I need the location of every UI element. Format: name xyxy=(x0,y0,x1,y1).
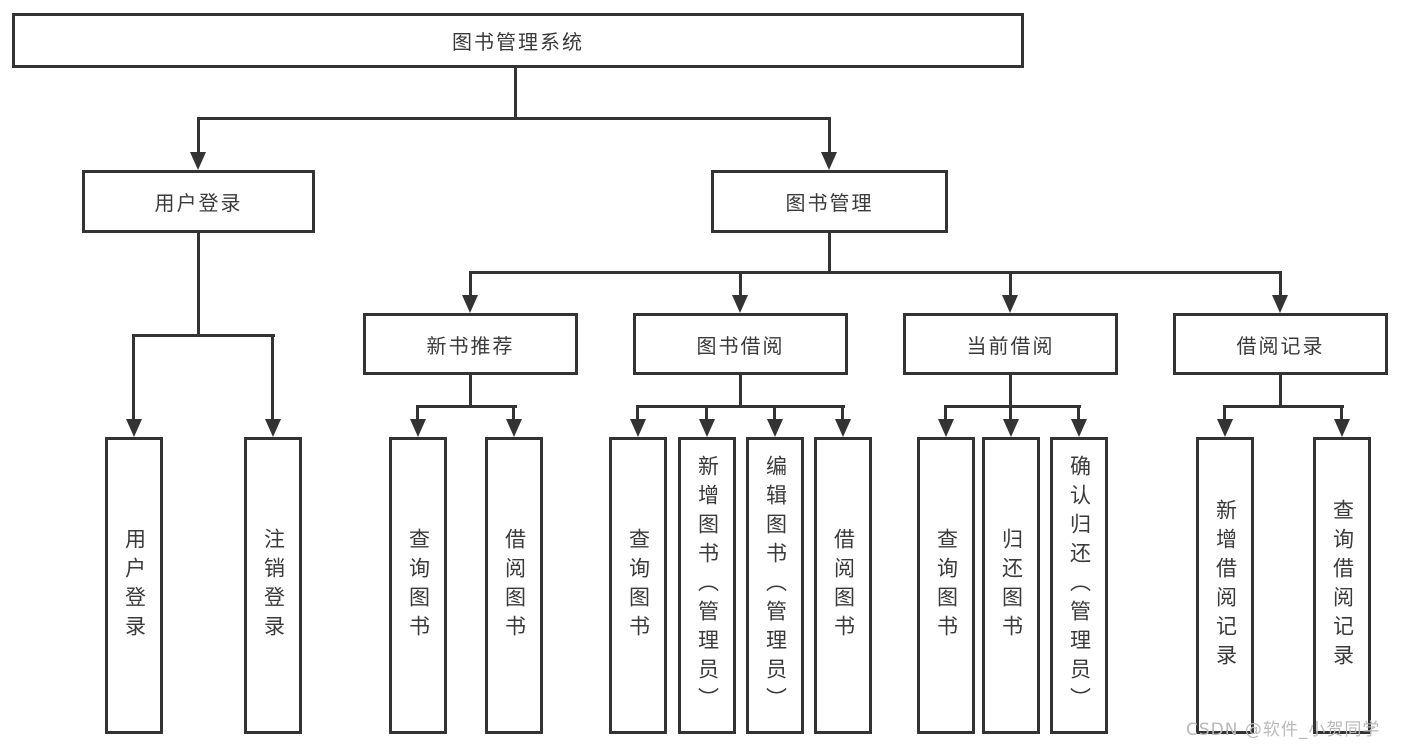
arrowhead-book-mgmt xyxy=(821,152,837,170)
arrowhead-new-book xyxy=(462,295,478,313)
leaf-return-book: 归还图书 xyxy=(982,437,1040,734)
connector-leaf-drop xyxy=(1340,405,1343,422)
connector-leaf-drop xyxy=(773,405,776,422)
connector-book-borrow-rail xyxy=(636,405,845,408)
connector-root-stem xyxy=(514,68,517,118)
arrowhead-book-borrow xyxy=(732,295,748,313)
connector-leaf-drop xyxy=(1223,405,1226,422)
arrowhead-current-borrow xyxy=(1002,295,1018,313)
arrowhead-leaf-borrow-books-2 xyxy=(835,419,851,437)
connector-new-book-rail xyxy=(416,405,517,408)
arrowhead-leaf-query-books-1 xyxy=(410,419,426,437)
leaf-user-login: 用户登录 xyxy=(105,437,163,734)
connector-leaf-drop xyxy=(705,405,708,422)
arrowhead-leaf-return-book xyxy=(1003,419,1019,437)
arrowhead-borrow-records xyxy=(1272,295,1288,313)
node-user-login: 用户登录 xyxy=(82,170,315,233)
connector-new-book-stem xyxy=(469,375,472,406)
arrowhead-leaf-add-book xyxy=(699,419,715,437)
node-current-borrow: 当前借阅 xyxy=(903,313,1118,375)
leaf-confirm-return-admin: 确认归还（管理员） xyxy=(1050,437,1108,734)
connector-leaf-drop xyxy=(416,405,419,422)
connector-root-rail xyxy=(197,117,831,120)
leaf-add-book-admin: 新增图书（管理员） xyxy=(678,437,736,734)
node-book-borrow: 图书借阅 xyxy=(633,313,848,375)
connector-borrow-records-rail xyxy=(1223,405,1344,408)
node-borrow-records: 借阅记录 xyxy=(1173,313,1388,375)
connector-user-login-drop xyxy=(197,117,200,157)
connector-book-mgmt-rail xyxy=(469,271,1282,274)
leaf-logout: 注销登录 xyxy=(244,437,302,734)
arrowhead-leaf-edit-book xyxy=(767,419,783,437)
connector-current-borrow-rail xyxy=(944,405,1081,408)
node-new-book-recommend: 新书推荐 xyxy=(363,313,578,375)
csdn-watermark: CSDN @软件_小贺同学 xyxy=(1186,720,1381,740)
arrowhead-leaf-query-record xyxy=(1334,419,1350,437)
leaf-borrow-books-1: 借阅图书 xyxy=(485,437,543,734)
connector-leaf-drop xyxy=(271,334,274,422)
leaf-borrow-books-2: 借阅图书 xyxy=(814,437,872,734)
arrowhead-leaf-query-books-3 xyxy=(938,419,954,437)
connector-current-borrow-drop xyxy=(1009,271,1012,298)
connector-leaf-drop xyxy=(841,405,844,422)
node-book-management: 图书管理 xyxy=(711,170,948,233)
connector-book-borrow-stem xyxy=(739,375,742,406)
connector-leaf-drop xyxy=(132,334,135,422)
leaf-query-books-2: 查询图书 xyxy=(609,437,667,734)
connector-user-login-stem xyxy=(197,233,200,335)
leaf-query-borrow-record: 查询借阅记录 xyxy=(1313,437,1371,734)
connector-current-borrow-stem xyxy=(1009,375,1012,406)
connector-borrow-records-drop xyxy=(1279,271,1282,298)
leaf-query-books-1: 查询图书 xyxy=(389,437,447,734)
connector-leaf-drop xyxy=(944,405,947,422)
connector-borrow-records-stem xyxy=(1279,375,1282,406)
connector-user-login-rail xyxy=(132,334,275,337)
arrowhead-leaf-add-record xyxy=(1217,419,1233,437)
connector-book-mgmt-stem xyxy=(828,233,831,272)
connector-book-borrow-drop xyxy=(739,271,742,298)
connector-leaf-drop xyxy=(1009,405,1012,422)
arrowhead-leaf-logout xyxy=(265,419,281,437)
arrowhead-leaf-confirm-return xyxy=(1071,419,1087,437)
connector-leaf-drop xyxy=(636,405,639,422)
arrowhead-user-login xyxy=(190,152,206,170)
connector-book-mgmt-drop xyxy=(828,117,831,157)
arrowhead-leaf-user-login xyxy=(126,419,142,437)
arrowhead-leaf-query-books-2 xyxy=(630,419,646,437)
node-library-system: 图书管理系统 xyxy=(12,13,1024,68)
connector-leaf-drop xyxy=(512,405,515,422)
leaf-edit-book-admin: 编辑图书（管理员） xyxy=(746,437,804,734)
connector-new-book-drop xyxy=(469,271,472,298)
connector-leaf-drop xyxy=(1077,405,1080,422)
leaf-add-borrow-record: 新增借阅记录 xyxy=(1196,437,1254,734)
leaf-query-books-3: 查询图书 xyxy=(917,437,975,734)
arrowhead-leaf-borrow-books-1 xyxy=(506,419,522,437)
